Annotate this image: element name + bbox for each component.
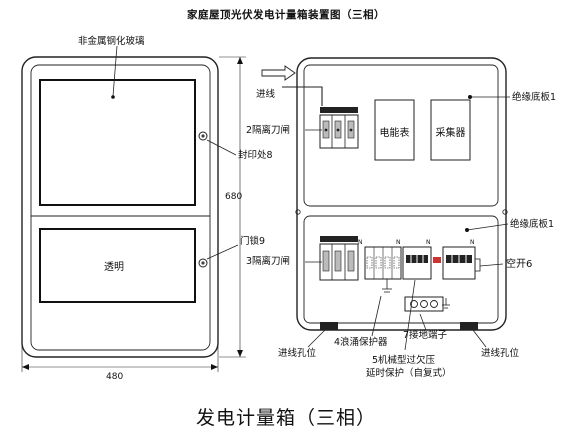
seal-screw bbox=[198, 131, 208, 141]
label-transparent: 透明 bbox=[104, 262, 124, 273]
lock-screw bbox=[198, 258, 208, 268]
glass-window bbox=[39, 79, 196, 206]
front-view bbox=[21, 45, 246, 372]
label-air-switch: 空开6 bbox=[506, 259, 533, 270]
n-mark: N bbox=[426, 239, 431, 246]
insulating-board-mid bbox=[303, 215, 499, 324]
front-inner-frame bbox=[30, 64, 211, 351]
collector-box bbox=[430, 99, 471, 161]
label-meter: 电能表 bbox=[379, 128, 410, 139]
surge-protector bbox=[364, 246, 402, 293]
isolator-switch-2 bbox=[319, 107, 359, 149]
label-isolator-3: 3隔离刀闸 bbox=[246, 256, 291, 267]
air-switch bbox=[442, 246, 481, 280]
label-inlet-hole-right: 进线孔位 bbox=[481, 348, 520, 359]
label-seal: 封印处8 bbox=[238, 150, 273, 161]
diagram-caption: 发电计量箱（三相） bbox=[195, 407, 376, 429]
label-mech-protect-line2: 延时保护（自复式） bbox=[366, 368, 452, 379]
label-surge: 4浪涌保护器 bbox=[334, 337, 388, 348]
diagram-title: 家庭屋顶光伏发电计量箱装置图（三相） bbox=[187, 9, 385, 21]
label-collector: 采集器 bbox=[435, 128, 466, 139]
height-dimension: 680 bbox=[225, 192, 243, 202]
label-glass: 非金属钢化玻璃 bbox=[78, 36, 145, 47]
n-mark: N bbox=[396, 239, 401, 246]
ground-terminal-block bbox=[404, 296, 450, 312]
label-insulating-board-top: 绝缘底板1 bbox=[512, 92, 557, 103]
label-ground-terminal: 7接地端子 bbox=[403, 330, 448, 341]
label-mech-protect-line1: 5机械型过欠压 bbox=[372, 355, 436, 366]
inner-outer-frame bbox=[296, 57, 507, 331]
label-isolator-2: 2隔离刀闸 bbox=[246, 125, 291, 136]
front-outer-frame bbox=[21, 56, 219, 358]
label-lock: 门锁9 bbox=[240, 236, 266, 247]
n-mark: N bbox=[470, 239, 475, 246]
insulating-board-top bbox=[303, 64, 499, 207]
transparent-window bbox=[39, 228, 196, 303]
width-dimension: 480 bbox=[106, 372, 124, 382]
inner-view bbox=[261, 57, 510, 351]
label-insulating-board-mid: 绝缘底板1 bbox=[510, 219, 555, 230]
mechanical-protector bbox=[402, 246, 441, 280]
n-mark: N bbox=[358, 239, 363, 246]
energy-meter-box bbox=[374, 99, 415, 161]
isolator-switch-3 bbox=[319, 236, 359, 281]
label-inlet: 进线 bbox=[256, 89, 276, 100]
label-inlet-hole-left: 进线孔位 bbox=[278, 348, 317, 359]
inlet-arrow bbox=[261, 65, 296, 81]
